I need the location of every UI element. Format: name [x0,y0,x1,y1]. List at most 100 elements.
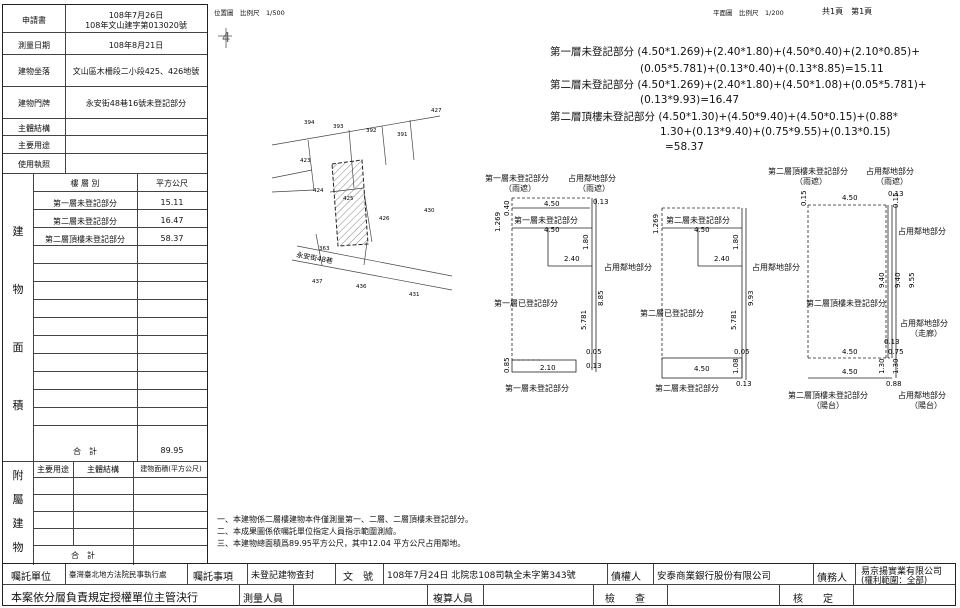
north-label: 4 [222,31,231,46]
parcel-392: 392 [366,128,377,134]
plan2-dim: 9.93 [747,290,755,306]
annex-header-area: 建物面積(平方公尺) [140,465,202,473]
area-header-sqm: 平方公尺 [156,179,188,188]
parcel-393: 393 [333,124,344,130]
plan3-dim: 0.15 [892,192,900,208]
commission-item: 未登記建物查封 [251,571,315,581]
annex-char-4: 物 [12,541,24,554]
commission-unit-label: 囑託單位 [11,572,51,583]
reviewer-label: 複算人員 [433,594,473,605]
parcel-427: 427 [431,108,442,114]
plan1-dim: 0.40 [503,200,511,216]
debtor-scope: (權利範圍：全部) [861,576,928,586]
plan3-dim: 0.13 [888,190,904,198]
formula-floor1-line2: (0.05*5.781)+(0.13*0.40)+(0.13*8.85)=15.… [640,63,884,75]
plan2-dim: 1.269 [652,214,660,234]
plan3-dim: 1.30 [892,358,900,374]
plan1-dim: 0.13 [593,198,609,206]
plan1-occupy-mid: 占用鄰地部分 [604,263,652,272]
formula-floor2-line1: 第二層未登記部分 (4.50*1.269)+(2.40*1.80)+(4.50*… [550,79,927,91]
annex-total-label: 合 計 [71,551,95,560]
application-date: 108年7月26日 [108,11,164,20]
survey-date: 108年8月21日 [108,41,164,50]
doc-no: 108年7月24日 北院忠108司執全未字第343號 [387,571,576,581]
subject-building [331,159,369,247]
plan1-occupy-top: 占用鄰地部分 [568,174,616,183]
formula-floor1-line1: 第一層未登記部分 (4.50*1.269)+(2.40*1.80)+(4.50*… [550,46,921,58]
row-label-structure: 主體結構 [18,124,50,133]
plan1-dim: 4.50 [544,226,560,234]
annex-char-3: 建 [12,517,24,530]
plan3-dim: 0.88 [886,380,902,388]
row-label-license: 使用執照 [18,160,50,169]
plan3-occupy-top-sub: （雨遮） [876,177,908,186]
row-label-address: 建物門牌 [18,99,50,108]
commission-unit: 臺灣臺北地方法院民事執行處 [69,570,167,579]
plan2-dim: 4.50 [694,365,710,373]
area-row-sqm: 58.37 [160,234,184,243]
plan2-dim: 0.13 [736,380,752,388]
approver-label: 核 定 [793,594,833,605]
area-row-sqm: 16.47 [160,216,184,225]
parcel-424: 424 [313,188,324,194]
plan2-dim: 5.781 [730,310,738,330]
area-row-sqm: 15.11 [160,198,184,207]
parcel-437: 437 [312,279,323,285]
plan3-dim: 9.40 [878,272,886,288]
area-total-label: 合 計 [73,447,97,456]
plan1-dim: 1.80 [582,234,590,250]
parcel-426: 426 [379,216,390,222]
parcel-423: 423 [300,158,311,164]
page-count: 共1頁 第1頁 [822,7,873,16]
plan2-dim: 4.50 [694,226,710,234]
location-map-title: 位置圖 比例尺 1/500 [214,9,285,17]
row-label-survey-date: 測量日期 [18,41,50,50]
plan3-top-sub: （雨遮） [795,177,827,186]
plan3-dim: 4.50 [842,348,858,356]
doc-no-label: 文 號 [343,572,373,583]
plan2-dim: 1.08 [732,358,740,374]
plan1-dim: 2.40 [564,255,580,263]
location-map: 394 393 392 391 427 423 424 425 426 430 … [218,28,452,298]
plan-roof: 4.50 0.13 0.15 0.15 9.40 9.40 9.55 0.13 … [800,190,916,388]
annex-header-use: 主要用途 [37,465,69,474]
application-number: 108年文山建字第013020號 [85,21,187,30]
area-row-floor: 第一層未登記部分 [53,199,117,208]
plan2-occupy-mid: 占用鄰地部分 [752,263,800,272]
plan3-top-label: 第二層頂樓未登記部分 [768,167,848,176]
annex-char-2: 屬 [12,493,24,506]
parcel-391: 391 [397,132,408,138]
area-header-floor: 樓 層 別 [70,179,100,188]
plan1-occupy-top-sub: （雨遮） [578,184,610,193]
debtor-label: 債務人 [817,573,847,584]
area-section-char-4: 積 [12,399,24,412]
formula-floor2-line2: (0.13*9.93)=16.47 [640,94,740,106]
formula-roof-line3: =58.37 [665,141,704,153]
plan2-dim: 2.40 [714,255,730,263]
plan3-occupy-right: 占用鄰地部分 [898,227,946,236]
row-label-application: 申請書 [22,16,46,25]
plan-scale: 平面圖 比例尺 1/200 [713,9,784,17]
parcel-436: 436 [356,284,367,290]
plan1-dim: 8.85 [597,290,605,306]
area-section-char-2: 物 [12,283,24,296]
checker-label: 檢 查 [605,594,645,605]
plan3-occupy-bottom: 占用鄰地部分 [898,391,946,400]
creditor: 安泰商業銀行股份有限公司 [657,571,772,582]
plan3-occupy-walk-sub: （走廊） [910,329,942,338]
building-address: 永安街48巷16號未登記部分 [85,99,187,108]
plan3-main-label: 第二層頂樓未登記部分 [806,299,886,308]
plan2-dim: 0.05 [734,348,750,356]
plan3-occupy-top: 占用鄰地部分 [866,167,914,176]
street-label: 永安街48巷 [296,250,334,265]
parcel-430: 430 [424,208,435,214]
plan1-dim: 0.05 [586,348,602,356]
row-label-location: 建物坐落 [18,67,50,76]
annex-char-1: 附 [12,469,24,482]
plan1-registered: 第一層已登記部分 [494,299,558,308]
parcel-394: 394 [304,120,315,126]
area-row-floor: 第二層未登記部分 [53,217,117,226]
note-1: 一、本建物係二層樓建物本件僅測量第一、二層、二層頂樓未登記部分。 [217,515,473,524]
area-section-char-3: 面 [12,341,24,354]
plan-floor-2: 1.269 4.50 1.80 2.40 9.93 5.781 0.05 4.5… [652,207,755,388]
